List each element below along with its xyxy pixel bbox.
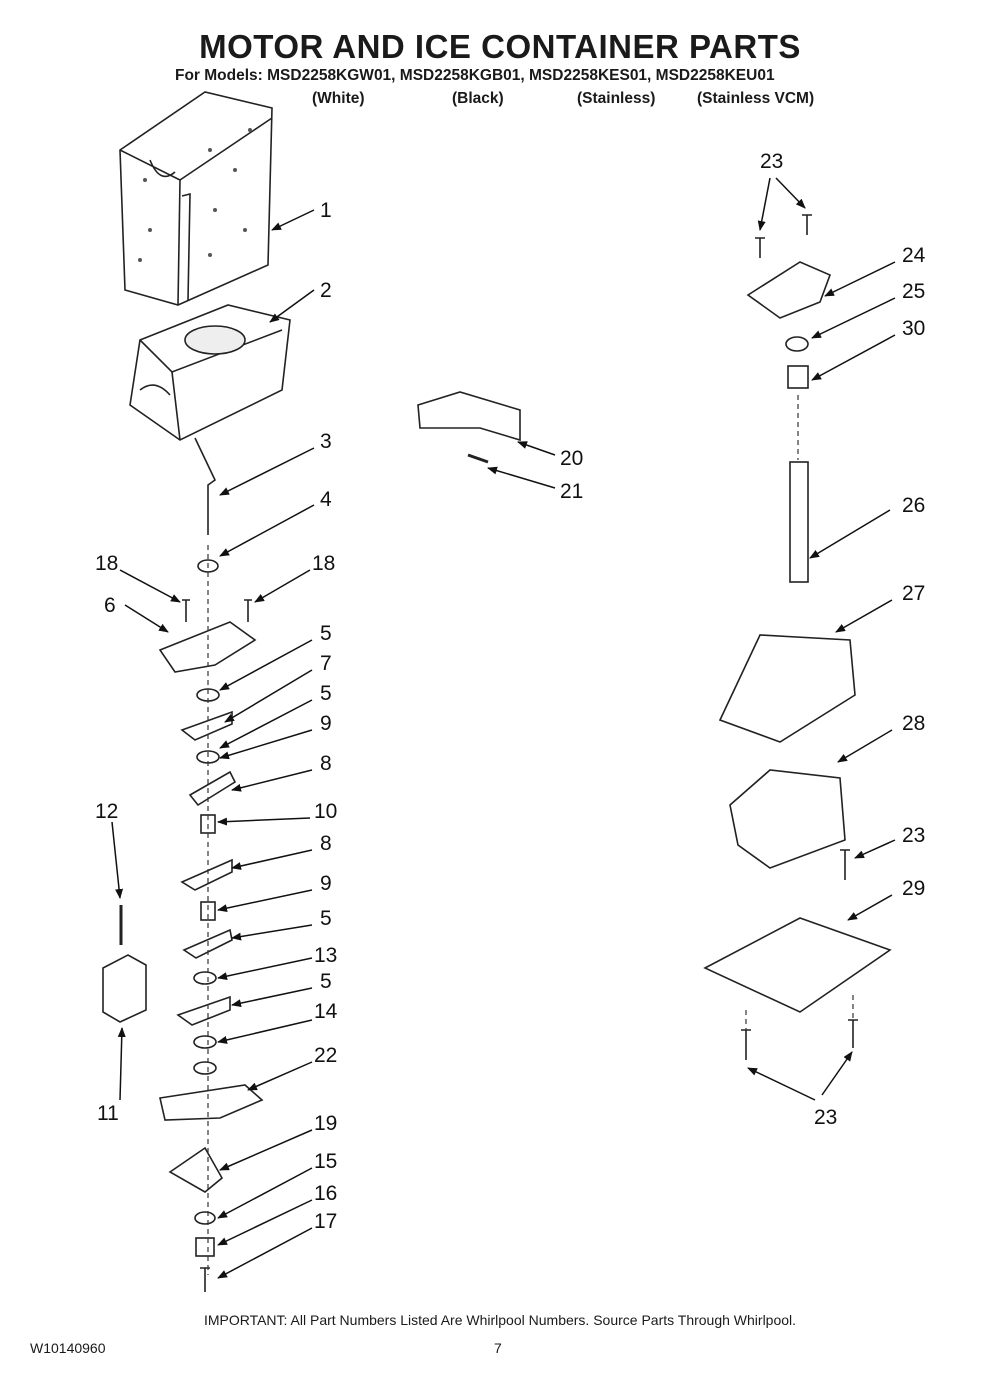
ice-bin-part bbox=[119, 91, 273, 306]
washer-part-16 bbox=[194, 1211, 216, 1225]
washer-part-13 bbox=[193, 971, 217, 985]
page-title: MOTOR AND ICE CONTAINER PARTS bbox=[199, 28, 801, 65]
callout-9-b: 9 bbox=[320, 872, 332, 895]
screw-part-18a bbox=[182, 599, 190, 622]
bolt-part-17 bbox=[200, 1267, 210, 1292]
callout-7: 7 bbox=[320, 652, 332, 675]
document-number: W10140960 bbox=[30, 1340, 106, 1356]
callout-5-c: 5 bbox=[320, 907, 332, 930]
callout-23-mid: 23 bbox=[902, 824, 925, 847]
callout-13: 13 bbox=[314, 944, 337, 967]
callout-25: 25 bbox=[902, 280, 925, 303]
motor-cover-part-27 bbox=[718, 634, 856, 743]
variant-stainless: (Stainless) bbox=[577, 90, 656, 107]
washer-part-14 bbox=[193, 1035, 217, 1049]
callout-1: 1 bbox=[320, 199, 332, 222]
bearing-part-30 bbox=[787, 365, 809, 389]
callout-2: 2 bbox=[320, 279, 332, 302]
callout-12: 12 bbox=[95, 800, 118, 823]
page-number: 7 bbox=[494, 1340, 502, 1356]
screw-part-23f bbox=[848, 1019, 858, 1048]
shaft-part-26 bbox=[789, 461, 809, 583]
callout-22: 22 bbox=[314, 1044, 337, 1067]
auger-housing-part bbox=[129, 304, 291, 441]
important-note: IMPORTANT: All Part Numbers Listed Are W… bbox=[203, 1312, 797, 1328]
screw-part-23d bbox=[840, 849, 850, 880]
blade-part-5d bbox=[176, 995, 231, 1026]
blade-part-7 bbox=[180, 710, 233, 741]
switch-bracket-part-20 bbox=[417, 391, 521, 442]
callout-21: 21 bbox=[560, 480, 583, 503]
screw-part-23a bbox=[755, 237, 765, 258]
callout-8-a: 8 bbox=[320, 752, 332, 775]
bracket-part-24 bbox=[746, 261, 832, 319]
callout-26: 26 bbox=[902, 494, 925, 517]
wire-rod-part bbox=[194, 437, 217, 535]
model-list: For Models: MSD2258KGW01, MSD2258KGB01, … bbox=[175, 67, 775, 84]
spring-part-21 bbox=[467, 453, 489, 464]
callout-11: 11 bbox=[97, 1102, 119, 1125]
callout-23-bottom: 23 bbox=[814, 1106, 837, 1129]
gasket-part-29 bbox=[703, 917, 892, 1013]
callout-9-a: 9 bbox=[320, 712, 332, 735]
auger-part-19 bbox=[168, 1146, 224, 1193]
callout-27: 27 bbox=[902, 582, 925, 605]
variant-stainless-vcm: (Stainless VCM) bbox=[697, 90, 815, 107]
callout-15: 15 bbox=[314, 1150, 337, 1173]
seal-part-25 bbox=[785, 336, 809, 352]
nut-part-17 bbox=[195, 1237, 215, 1257]
callout-3: 3 bbox=[320, 430, 332, 453]
callout-30: 30 bbox=[902, 317, 925, 340]
variant-white: (White) bbox=[312, 90, 365, 107]
callout-5-b: 5 bbox=[320, 682, 332, 705]
spacer-part-9b bbox=[200, 901, 216, 921]
callout-16: 16 bbox=[314, 1182, 337, 1205]
washer-part-22 bbox=[193, 1061, 217, 1075]
callout-17: 17 bbox=[314, 1210, 337, 1233]
callout-20: 20 bbox=[560, 447, 583, 470]
screw-part-23e bbox=[741, 1029, 751, 1060]
callout-18-right: 18 bbox=[312, 552, 335, 575]
callout-18-left: 18 bbox=[95, 552, 118, 575]
motor-part-28 bbox=[729, 769, 846, 869]
callout-4: 4 bbox=[320, 488, 332, 511]
screw-part-18b bbox=[244, 599, 252, 622]
blade-part-8a bbox=[188, 770, 237, 807]
callout-5-a: 5 bbox=[320, 622, 332, 645]
callout-23-top: 23 bbox=[760, 150, 783, 173]
screw-part-23b bbox=[802, 214, 812, 235]
callout-5-d: 5 bbox=[320, 970, 332, 993]
blade-part-8b bbox=[180, 858, 233, 891]
plate-part-22 bbox=[159, 1084, 264, 1121]
callout-14: 14 bbox=[314, 1000, 338, 1023]
block-part-11 bbox=[102, 954, 147, 1023]
variant-black: (Black) bbox=[452, 90, 504, 107]
callout-29: 29 bbox=[902, 877, 925, 900]
callout-8-b: 8 bbox=[320, 832, 332, 855]
callout-24: 24 bbox=[902, 244, 926, 267]
callout-6: 6 bbox=[104, 594, 116, 617]
callout-19: 19 bbox=[314, 1112, 337, 1135]
callout-10: 10 bbox=[314, 800, 337, 823]
callout-28: 28 bbox=[902, 712, 925, 735]
